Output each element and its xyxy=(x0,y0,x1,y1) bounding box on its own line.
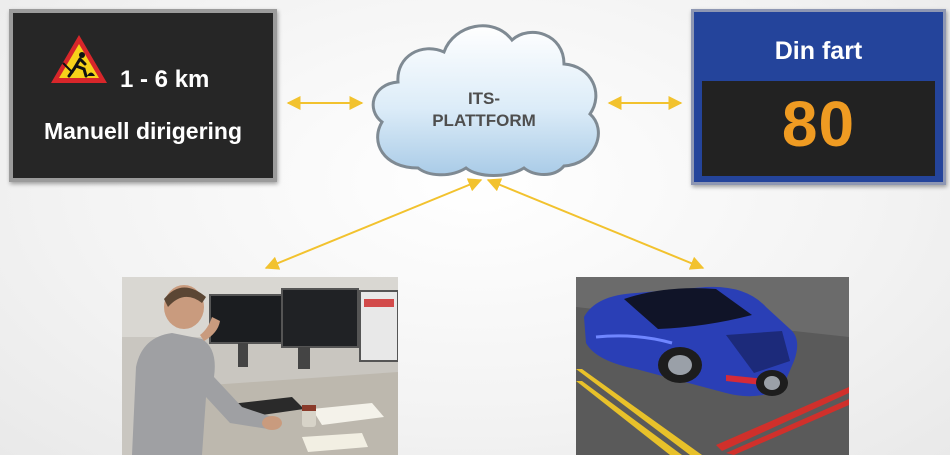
arrow-cloud-to-car xyxy=(486,178,705,270)
platform-label-line2: PLATTFORM xyxy=(432,111,536,130)
roadwork-distance: 1 - 6 km xyxy=(120,66,210,93)
speed-display: 80 xyxy=(702,81,935,176)
its-platform-cloud: ITS- PLATTFORM xyxy=(358,10,610,182)
platform-label: ITS- PLATTFORM xyxy=(358,88,610,132)
roadwork-warning-icon xyxy=(51,35,107,83)
speed-value: 80 xyxy=(781,88,856,160)
car-scene xyxy=(576,277,849,455)
speed-sign: Din fart 80 xyxy=(691,9,946,185)
car-photo xyxy=(576,277,849,455)
arrow-cloud-to-operator xyxy=(264,178,483,270)
cloud-icon xyxy=(371,24,600,177)
platform-label-line1: ITS- xyxy=(467,89,501,108)
roadwork-sign: 1 - 6 km Manuell dirigering xyxy=(9,9,277,182)
operator-scene xyxy=(122,277,398,455)
speed-sign-title: Din fart xyxy=(774,37,863,65)
roadwork-message: Manuell dirigering xyxy=(43,118,243,144)
operator-photo xyxy=(122,277,398,455)
